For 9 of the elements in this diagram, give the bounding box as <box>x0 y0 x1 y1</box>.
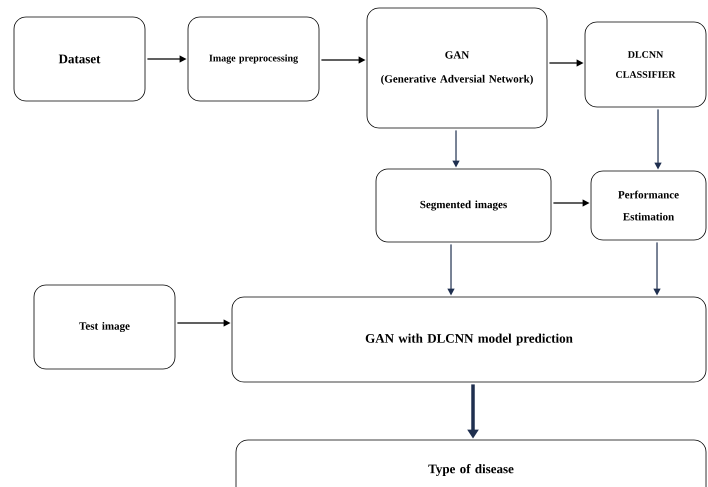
process-box: Segmented images <box>376 168 552 242</box>
process-box: GAN (Generative Adversial Network) <box>366 8 548 128</box>
process-box: Dataset <box>14 16 146 102</box>
process-box: Image preprocessing <box>188 16 320 102</box>
process-box: GAN with DLCNN model prediction <box>232 296 706 382</box>
process-box: DLCNN CLASSIFIER <box>584 22 706 108</box>
process-box: Test image <box>34 284 176 370</box>
process-box: Type of disease <box>236 440 706 487</box>
process-box: Performance Estimation <box>590 170 706 240</box>
